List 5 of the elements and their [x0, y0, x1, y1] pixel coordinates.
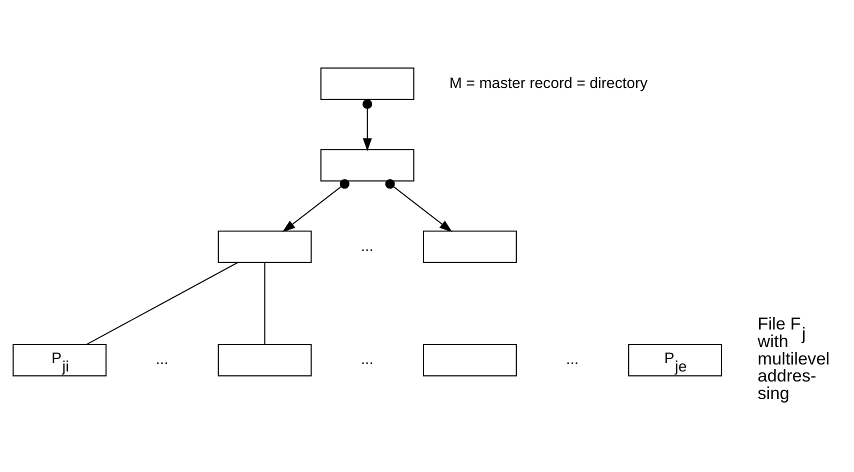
label: ...: [360, 351, 374, 368]
label: ...: [156, 351, 168, 368]
label: ...: [360, 238, 374, 255]
label: M = master record = directory: [449, 74, 648, 92]
label: ...: [566, 351, 579, 368]
